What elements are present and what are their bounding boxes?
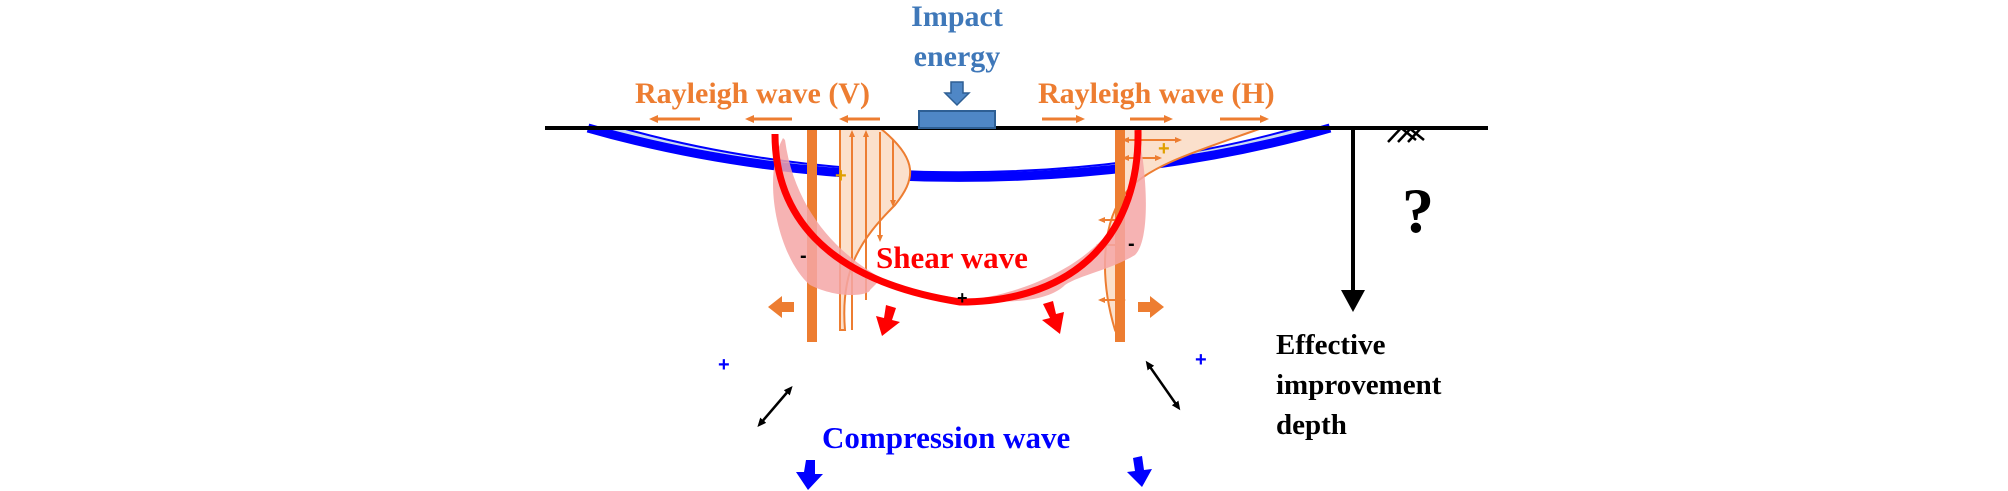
impact-plate	[918, 110, 996, 129]
impact-label-line1: Impact	[911, 0, 1003, 33]
shear-plus: +	[957, 288, 968, 308]
rayleigh-v-plus: +	[835, 165, 847, 187]
rayleigh-h-plus: +	[1158, 138, 1170, 160]
compression-thickness-arrow-right	[1145, 360, 1181, 411]
impact-arrow-icon	[943, 81, 971, 107]
shear-wave: - - +	[771, 129, 1146, 336]
rayleigh-v-label: Rayleigh wave (V)	[635, 77, 870, 110]
shear-minus-left: -	[800, 245, 807, 267]
compression-plus-left: +	[718, 354, 730, 376]
shear-outward-arrow-right	[1042, 301, 1064, 334]
compression-outward-arrow-left	[796, 460, 823, 490]
depth-arrow-head	[1341, 290, 1365, 312]
compression-plus-right: +	[1195, 349, 1207, 371]
compression-outward-arrow-right	[1127, 456, 1152, 487]
depth-label-line3: depth	[1276, 409, 1347, 441]
question-mark: ?	[1402, 175, 1434, 246]
shear-minus-right: -	[1128, 233, 1135, 255]
rayleigh-side-arrow-right	[1138, 296, 1164, 318]
depth-label-line2: improvement	[1276, 369, 1442, 401]
rayleigh-side-arrow-left	[768, 296, 794, 318]
rayleigh-h-label: Rayleigh wave (H)	[1038, 77, 1275, 110]
impact-label-line2: energy	[914, 40, 1001, 73]
compression-wave-label: Compression wave	[822, 420, 1070, 455]
shear-wave-label: Shear wave	[876, 240, 1028, 275]
hatch-icon	[1387, 126, 1425, 143]
depth-label-line1: Effective	[1276, 329, 1386, 361]
shear-outward-arrow-left	[876, 305, 900, 336]
compression-thickness-arrow-left	[757, 385, 793, 428]
